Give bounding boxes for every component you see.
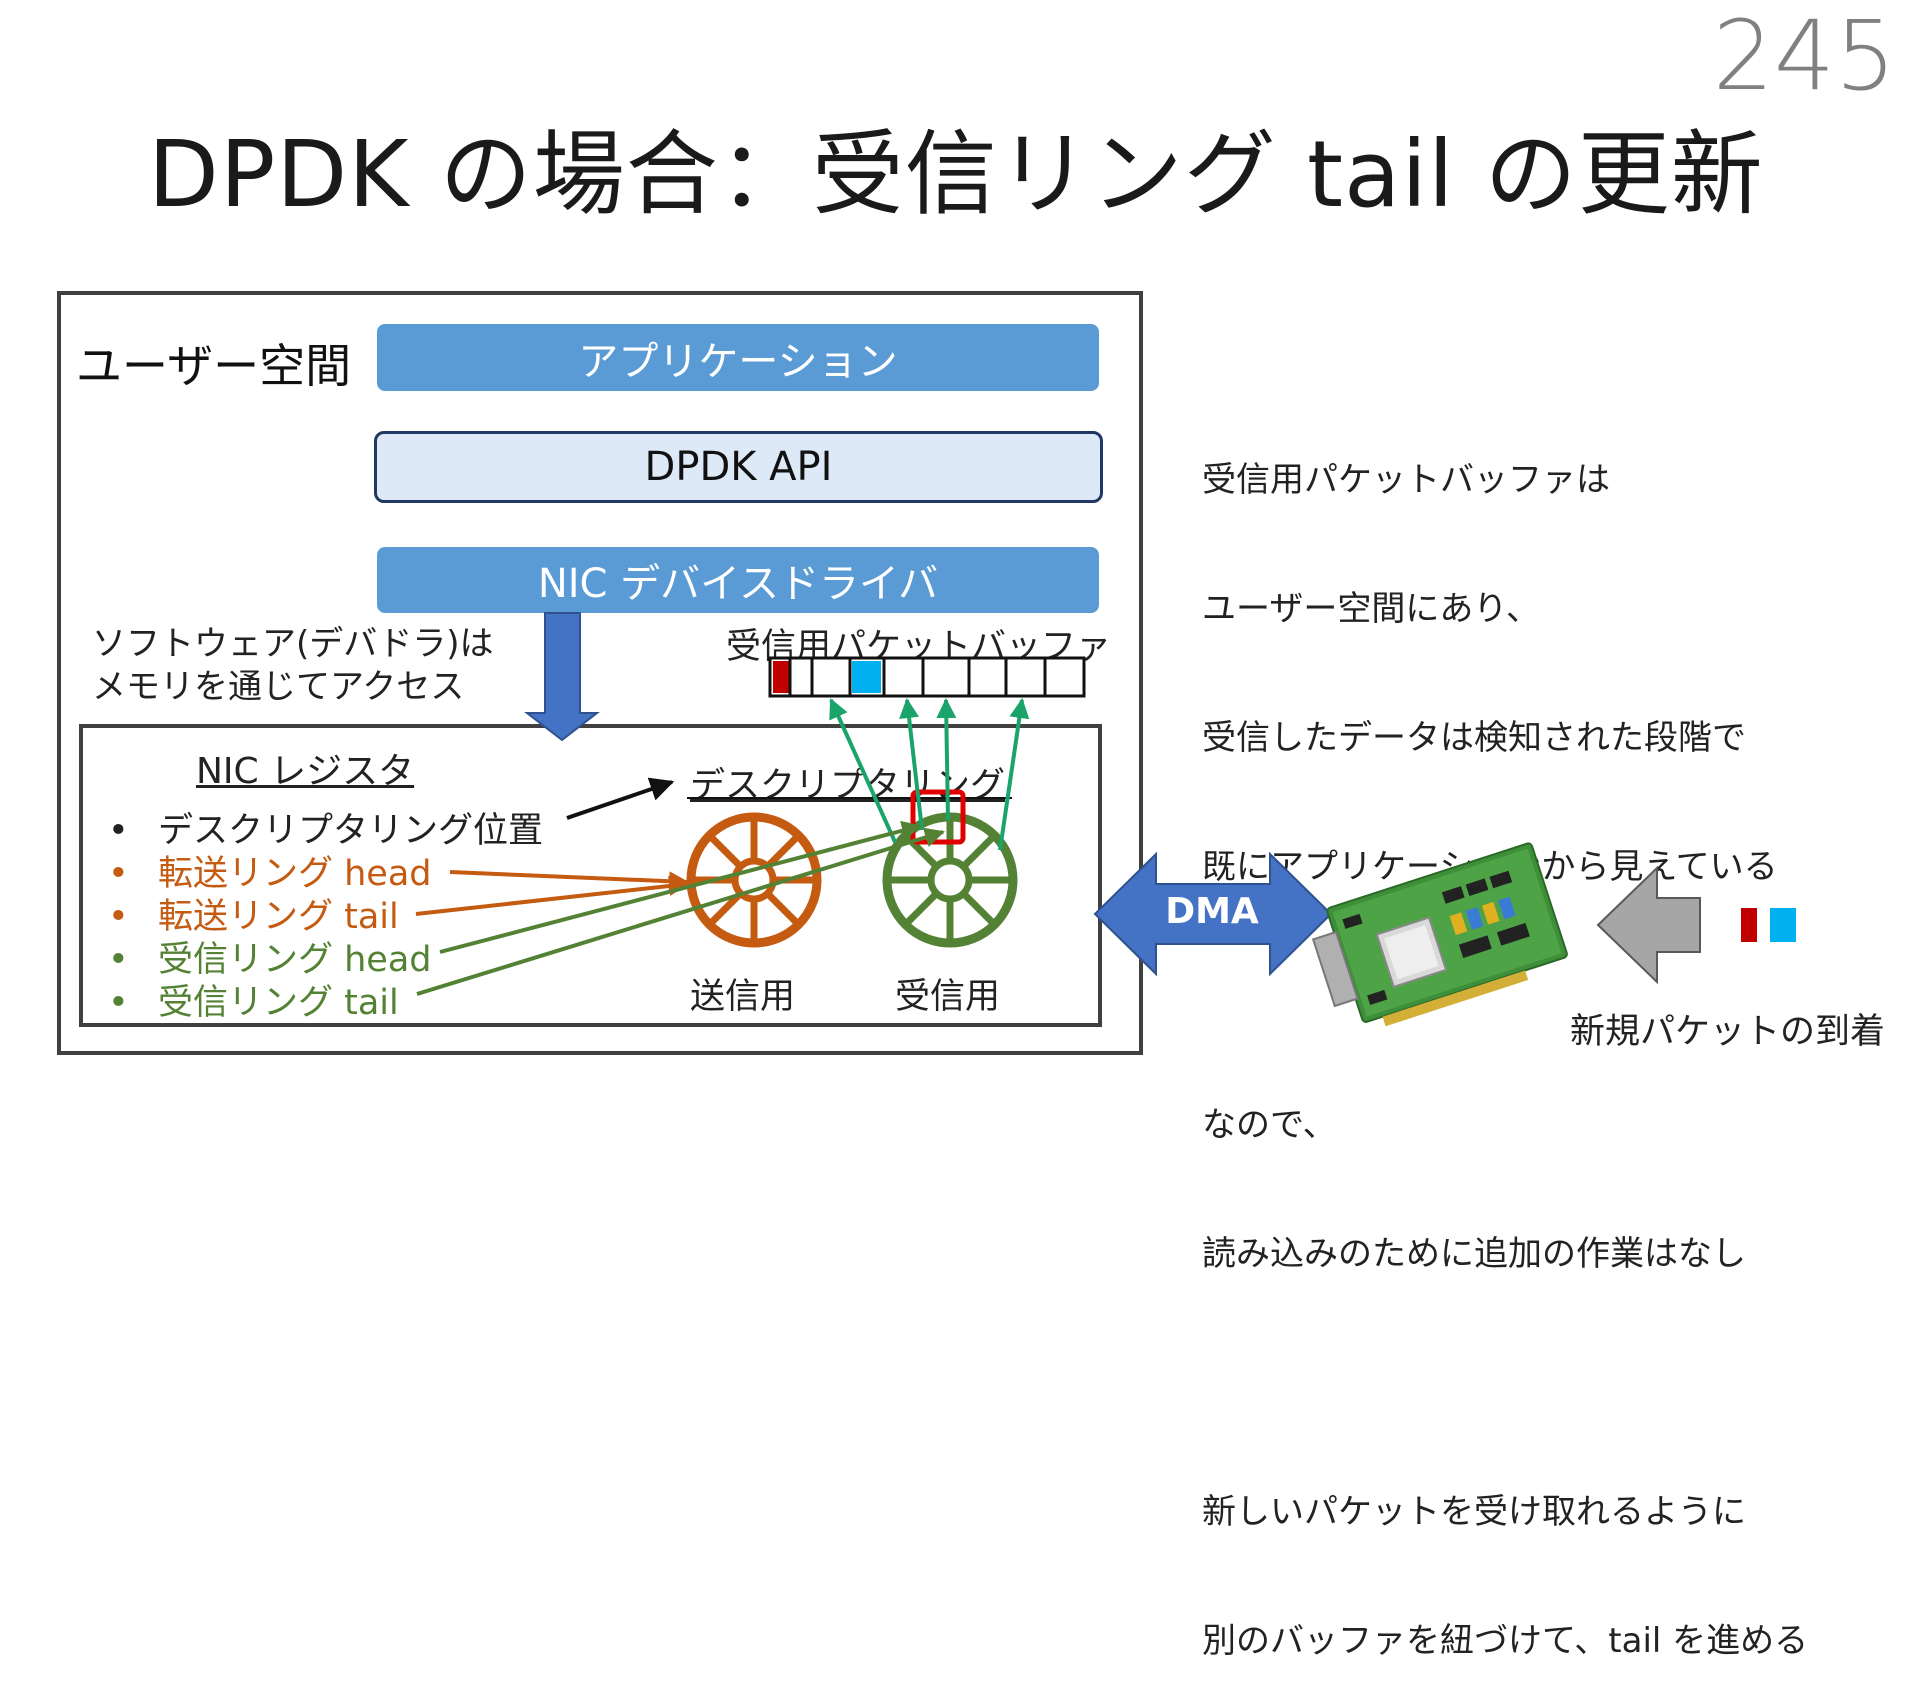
register-item: • 転送リング tail [108,888,399,939]
user-space-box [57,291,1143,1055]
register-item: • 受信リング head [108,931,432,982]
bullet-icon: • [108,897,129,937]
nic-driver-layer: NIC デバイスドライバ [377,547,1099,613]
bullet-icon: • [108,940,129,980]
register-item: • 転送リング head [108,845,432,896]
nic-register-title: NIC レジスタ [196,751,415,792]
dpdk-api-layer: DPDK API [374,431,1103,503]
explanation-line [1202,1362,1808,1405]
register-item-label: 転送リング head [158,854,432,894]
register-item-label: 受信リング tail [158,983,399,1023]
explanation-line: 受信用パケットバッファは [1202,460,1610,500]
explanation-line: 別のバッファを紐づけて、tail を進める [1202,1621,1809,1661]
bullet-icon: • [108,854,129,894]
register-item-label: 転送リング tail [158,897,399,937]
dpdk-api-label: DPDK API [644,444,833,490]
packet-buffer-label: 受信用パケットバッファ [726,627,1112,667]
bullet-icon: • [108,983,129,1023]
explanation-line: 読み込みのために追加の作業はなし [1202,1234,1746,1274]
bullet-icon: • [108,811,129,851]
software-note-line: メモリを通じてアクセス [92,667,465,707]
descriptor-ring-label: デスクリプタリング [690,766,1006,806]
application-layer-label: アプリケーション [578,338,898,385]
register-item-label: 受信リング head [158,940,432,980]
software-access-note: ソフトウェア(デバドラ)は メモリを通じてアクセス [92,623,494,709]
rx-ring-label: 受信用 [895,977,1001,1017]
slide-title: DPDK の場合：受信リング tail の更新 [148,121,1764,228]
software-note-line: ソフトウェア(デバドラ)は [92,624,494,664]
explanation-line: 既にアプリケーションから見えている [1202,847,1778,887]
arrival-label: 新規パケットの到着 [1570,1012,1886,1052]
explanation-line: なので、 [1202,1105,1337,1145]
nic-driver-label: NIC デバイスドライバ [537,561,939,607]
application-layer: アプリケーション [377,324,1099,391]
explanation-line: 受信したデータは検知された段階で [1202,718,1746,758]
register-item: • 受信リング tail [108,974,399,1025]
user-space-label: ユーザー空間 [76,339,352,393]
page-number: 245 [1712,0,1896,112]
explanation-line: ユーザー空間にあり、 [1202,589,1540,629]
explanation-line: 新しいパケットを受け取れるように [1202,1492,1746,1532]
dma-label: DMA [1165,891,1259,932]
tx-ring-label: 送信用 [690,977,796,1017]
